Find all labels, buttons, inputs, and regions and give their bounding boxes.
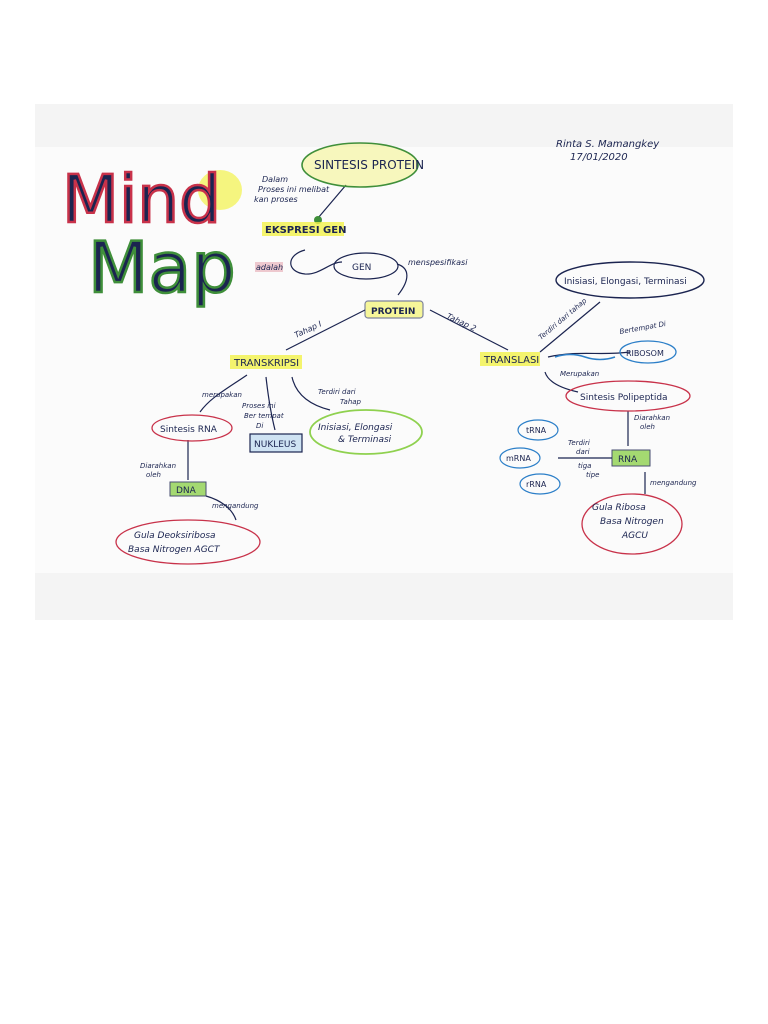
transkripsi-highlight [230,355,302,369]
mrna-label: mRNA [506,454,531,463]
diarahkan-oleh-right-line-1: Diarahkan [634,414,670,422]
trna-label: tRNA [526,426,547,435]
connector-lines [187,184,646,521]
rna-label: RNA [618,455,638,465]
inisiasi-transkripsi-bubble [309,409,423,455]
translasi-label: TRANSLASI [483,355,539,366]
transkripsi-label: TRANSKRIPSI [233,358,299,369]
terdiri-dari-tiga-tipe-line-2: dari [576,448,590,456]
title-highlight [198,170,242,210]
sintesis-protein-bubble [301,142,419,188]
terdiri-dari-tiga-tipe-line-4: tipe [586,471,599,479]
link-ekspresi-gen [290,249,343,275]
trna-bubble [517,419,559,441]
terdiri-dari-tahap-top-label: Terdiri dari tahap [537,296,589,341]
rrna-bubble [519,473,561,495]
proses-ini-line-3: Di [256,422,263,430]
paper-sheet [35,147,733,573]
bertempat-di-label: Bertempat Di [619,320,667,336]
link-gen-protein [396,263,408,296]
protein-label: PROTEIN [371,307,415,317]
sintesis-polipeptida-label: Sintesis Polipeptida [580,393,668,403]
adalah-label: adalah [256,263,283,272]
mengandung-left-label: mengandung [212,502,259,510]
mrna-bubble [499,447,541,469]
title-line-2: Map [88,227,236,309]
inisiasi-transkripsi-line-1: Inisiasi, Elongasi [318,423,393,433]
link-translasi-polipeptida [544,371,579,393]
rrna-label: rRNA [526,480,547,489]
ribosom-label: RIBOSOM [626,349,664,358]
title-block: Mind Map [61,160,242,310]
gula-ribosa-line-1: Gula Ribosa [592,503,646,513]
terdiri-dari-tahap-left-line-1: Terdiri dari [318,388,356,396]
gula-deoksiribosa-bubble [115,519,261,565]
terdiri-dari-tiga-tipe-line-3: tiga [578,462,591,470]
proses-ini-line-2: Ber tempat [244,412,284,420]
gula-ribosa-bubble [581,493,683,555]
terdiri-dari-tahap-left-line-2: Tahap [340,398,362,406]
gula-deoksiribosa-line-2: Basa Nitrogen AGCT [128,545,221,555]
inisiasi-transkripsi-line-2: & Terminasi [338,435,392,445]
link-sintesis-ekspresi [317,184,347,219]
polipeptida-bubble [565,380,691,412]
nukleus-box [249,433,303,453]
link-protein-translasi [429,309,509,351]
adalah-highlight [255,262,283,272]
link-translasi-ribosom [547,351,631,358]
dna-label: DNA [176,486,197,496]
merupakan-right-label: Merupakan [560,370,599,378]
gen-bubble [333,252,399,280]
link-dna-gula [205,495,237,521]
sintesis-rna-label: Sintesis RNA [160,425,218,435]
link-transkripsi-rna [199,374,248,413]
gula-ribosa-line-2: Basa Nitrogen [600,517,664,527]
diarahkan-oleh-left-line-2: oleh [146,471,161,479]
translasi-highlight [480,352,540,366]
title-line-1: Mind [62,161,221,238]
author-block: Rinta S. Mamangkey 17/01/2020 [556,139,660,163]
ribosom-wave [554,353,616,361]
ekspresi-gen-highlight [262,222,344,236]
dna-box [169,481,207,497]
mengandung-right-label: mengandung [650,479,697,487]
inisiasi-translasi-label: Inisiasi, Elongasi, Terminasi [564,277,687,287]
inisiasi-translasi-bubble [555,261,705,299]
proses-ini-line-1: Proses ini [242,402,276,410]
rna-box [611,449,651,467]
gula-ribosa-line-3: AGCU [621,531,648,541]
sintesis-protein-label: SINTESIS PROTEIN [314,158,424,172]
tahap-1-label: Tahap I [293,319,324,340]
menspesifikasi-label: menspesifikasi [408,258,468,267]
gen-label: GEN [352,263,371,273]
terdiri-dari-tiga-tipe-line-1: Terdiri [568,439,590,447]
merupakan-left-label: merupakan [202,391,242,399]
link-translasi-inisiasi [539,301,601,353]
diarahkan-oleh-left-line-1: Diarahkan [140,462,176,470]
link-transkripsi-inisiasi [291,376,331,411]
author-date: 17/01/2020 [570,152,628,163]
ekspresi-gen-label: EKSPRESI GEN [265,225,346,236]
dalam-proses-line-3: kan proses [254,195,298,204]
node-shapes [115,142,705,565]
sintesis-rna-bubble [151,414,233,442]
diarahkan-oleh-right-line-2: oleh [640,423,655,431]
gula-deoksiribosa-line-1: Gula Deoksiribosa [134,531,216,541]
author-name: Rinta S. Mamangkey [556,139,660,150]
dalam-proses-line-1: Dalam [262,175,288,184]
tahap-2-label: Tahap 2 [445,312,477,334]
link-protein-transkripsi [285,309,366,351]
protein-box [364,300,424,319]
link-transkripsi-nukleus [265,376,276,431]
ribosom-bubble [619,340,677,364]
dalam-proses-line-2: Proses ini melibat [258,185,330,194]
nukleus-label: NUKLEUS [254,440,297,450]
